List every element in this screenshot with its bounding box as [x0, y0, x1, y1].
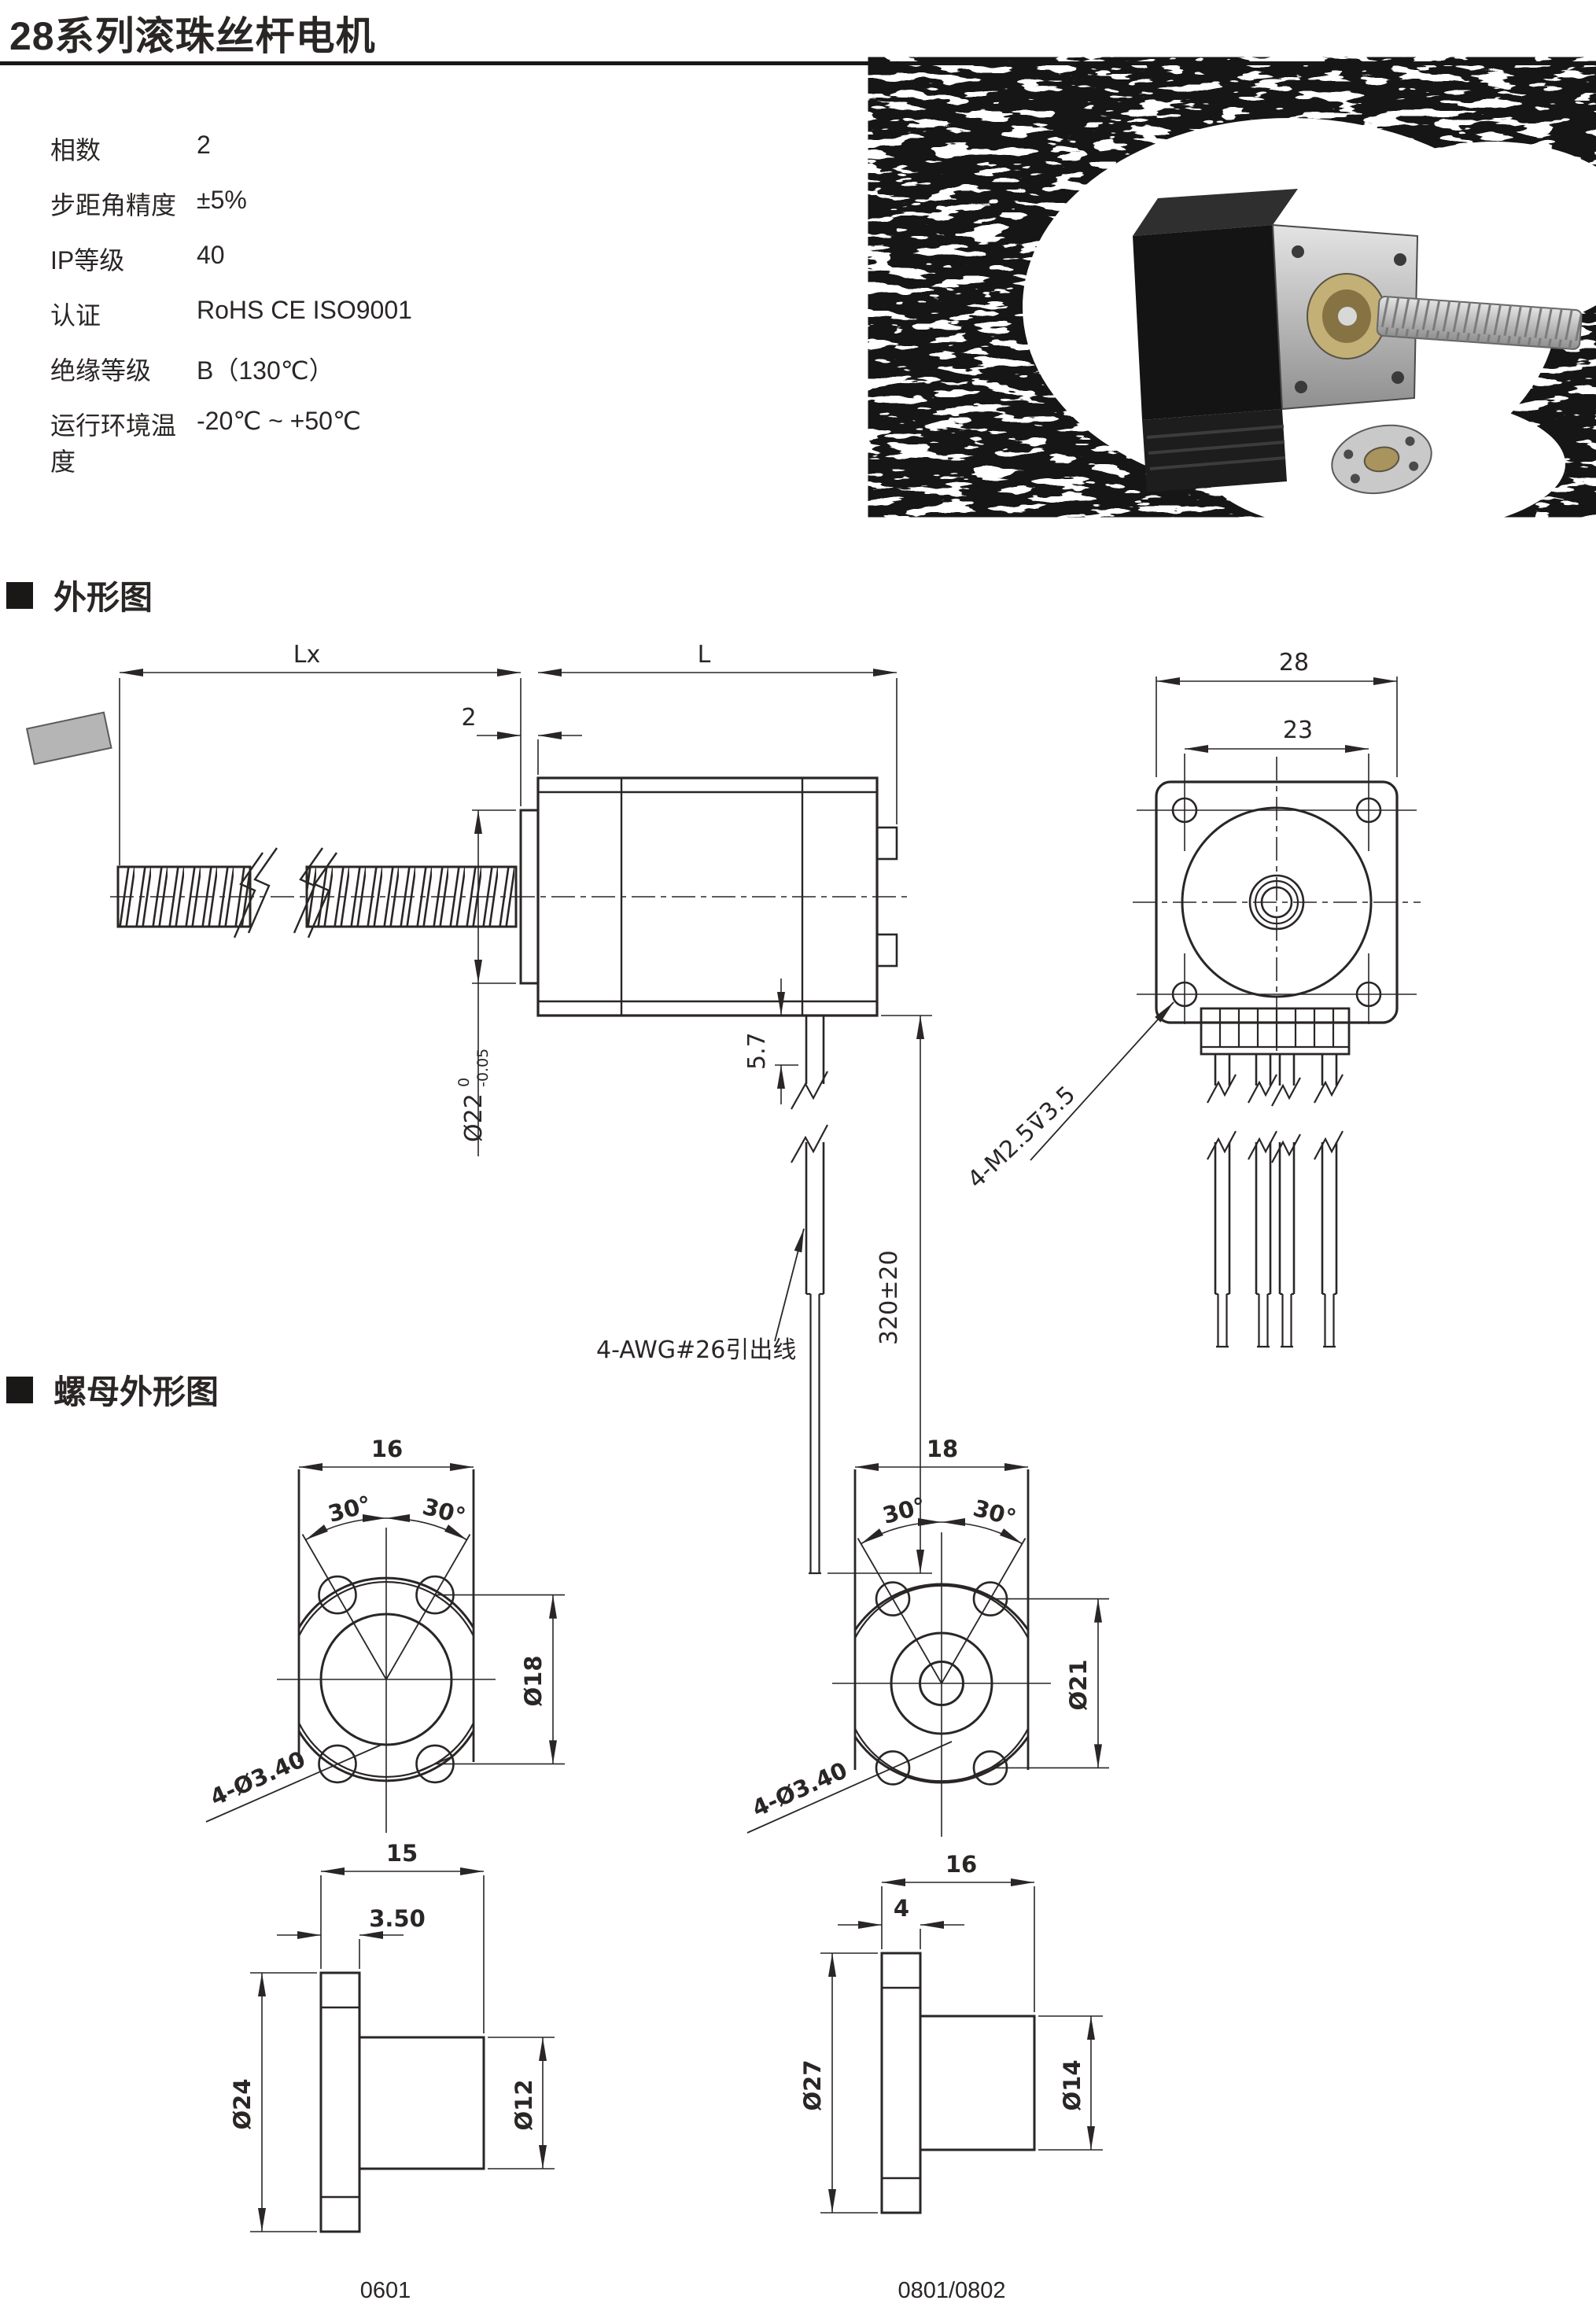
svg-text:320±20: 320±20 [875, 1250, 903, 1345]
svg-text:4-M2.5⊽3.5: 4-M2.5⊽3.5 [963, 1081, 1082, 1194]
dim-hole-spacing: 23 [1283, 717, 1313, 744]
section-nut-outline: 螺母外形图 [6, 1366, 219, 1414]
dim-nut-b-bolt-circle: Ø21 [1065, 1659, 1092, 1710]
spec-row-ip: IP等级 40 [50, 241, 648, 275]
nut-side-b [820, 1878, 1103, 2214]
dim-flange-thickness: 2 [461, 704, 476, 732]
page-title: 28系列滚珠丝杆电机 [9, 14, 376, 58]
svg-text:30°: 30° [420, 1493, 469, 1530]
product-photo [25, 66, 1596, 765]
spec-label: 绝缘等级 [50, 356, 152, 385]
spec-label: IP等级 [50, 246, 125, 275]
nut-side-a [250, 1867, 555, 2233]
svg-text:Ø21: Ø21 [1065, 1659, 1092, 1710]
dim-nut-a-bolt-circle: Ø18 [520, 1655, 547, 1706]
spec-label: 步距角精度 [50, 191, 177, 219]
spec-value: -20℃ ~ +50℃ [197, 407, 361, 435]
dim-lead-length: 320±20 [875, 1250, 903, 1345]
spec-row-temperature: 运行环境温度 -20℃ ~ +50℃ [50, 406, 648, 476]
svg-text:5.7: 5.7 [743, 1032, 771, 1070]
svg-text:Ø18: Ø18 [520, 1655, 547, 1706]
spec-value: B（130℃） [197, 356, 334, 385]
dim-front-width: 28 [1279, 649, 1309, 676]
spec-row-insulation: 绝缘等级 B（130℃） [50, 351, 648, 385]
spec-row-phases: 相数 2 [50, 131, 648, 165]
svg-text:Ø27: Ø27 [799, 2059, 826, 2110]
outline-front-view [1030, 676, 1421, 1348]
dim-nut-a-length: 15 [386, 1840, 418, 1867]
dim-nut-b-flange-thickness: 4 [894, 1895, 909, 1922]
dim-nut-a-angle-right: 30° [420, 1493, 469, 1530]
dim-nut-a-flange-thickness: 3.50 [369, 1905, 426, 1932]
dim-nut-b-body-dia: Ø14 [1059, 2059, 1086, 2110]
section-title: 螺母外形图 [53, 1373, 219, 1410]
dim-l: L [698, 641, 711, 669]
spec-value: RoHS CE ISO9001 [197, 296, 412, 324]
label-lead-wires: 4-AWG#26引出线 [596, 1336, 796, 1364]
dim-nut-a-angle-left: 30° [326, 1491, 374, 1528]
spec-label: 相数 [50, 136, 101, 164]
dim-nut-a-body-dia: Ø12 [510, 2079, 537, 2130]
spec-value: 2 [197, 131, 211, 159]
svg-text:4-Ø3.40: 4-Ø3.40 [206, 1746, 309, 1811]
spec-value: ±5% [197, 186, 247, 214]
dim-nut-b-length: 16 [945, 1851, 977, 1878]
svg-text:Ø14: Ø14 [1059, 2059, 1086, 2110]
label-nut-b-holes: 4-Ø3.40 [748, 1757, 851, 1822]
dim-boss-height: 5.7 [743, 1032, 771, 1070]
section-bullet-icon [6, 581, 33, 609]
svg-text:0: 0 [455, 1078, 473, 1087]
svg-text:Ø24: Ø24 [229, 2078, 256, 2129]
spec-value: 40 [197, 241, 225, 269]
section-title: 外形图 [53, 579, 153, 616]
dim-lx: Lx [293, 641, 320, 669]
label-mount-screws: 4-M2.5⊽3.5 [963, 1081, 1082, 1194]
section-bullet-icon [6, 1376, 33, 1403]
svg-text:Ø12: Ø12 [510, 2079, 537, 2130]
title-underline [0, 61, 1596, 65]
dim-nut-b-flange-dia: Ø27 [799, 2059, 826, 2110]
nut-front-a [205, 1463, 565, 1833]
dim-shaft-dia: Ø22 0 -0.05 [455, 1049, 492, 1142]
svg-text:4-Ø3.40: 4-Ø3.40 [748, 1757, 851, 1822]
outline-side-view [110, 669, 932, 1575]
spec-row-cert: 认证 RoHS CE ISO9001 [50, 296, 648, 330]
svg-text:30°: 30° [326, 1491, 374, 1528]
dim-nut-a-flange-dia: Ø24 [229, 2078, 256, 2129]
svg-text:Ø22: Ø22 [460, 1093, 488, 1142]
spec-label: 认证 [50, 301, 101, 330]
section-outline: 外形图 [6, 571, 153, 619]
dim-nut-a-width: 16 [371, 1436, 403, 1462]
svg-text:-0.05: -0.05 [474, 1049, 492, 1087]
dim-nut-b-width: 18 [927, 1436, 958, 1462]
spec-label: 运行环境温度 [50, 411, 177, 476]
nut-front-b [746, 1463, 1109, 1837]
motor-photo-illustration [25, 189, 1583, 765]
spec-row-step-accuracy: 步距角精度 ±5% [50, 186, 648, 220]
label-nut-a-holes: 4-Ø3.40 [206, 1746, 309, 1811]
